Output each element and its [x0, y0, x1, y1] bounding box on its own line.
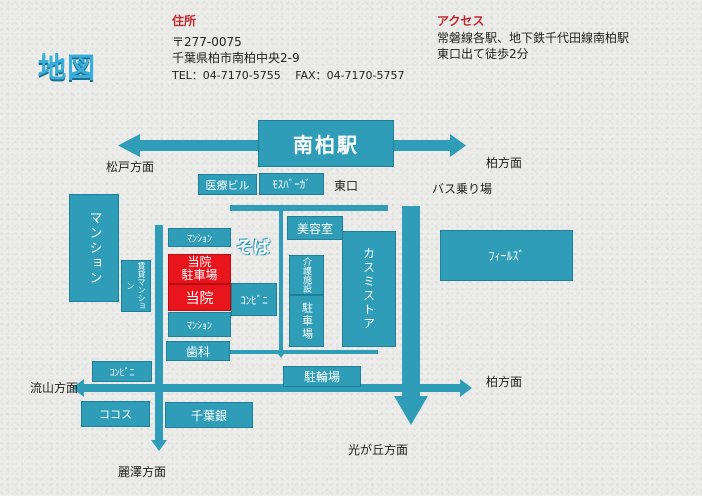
soba-shop: そば: [236, 238, 270, 258]
label-reitaku: 麗澤方面: [118, 465, 167, 479]
beauty-salon: 美容室: [287, 216, 343, 240]
mansion-left: マンション: [69, 194, 119, 302]
left-road-arrow: [151, 225, 167, 451]
main-road-arrow: [394, 206, 428, 425]
address-heading: 住所: [172, 14, 197, 28]
street-address: 千葉県柏市南柏中央2-9: [172, 51, 300, 65]
station-front-road: [230, 205, 388, 211]
minami-kashiwa-station: 南柏駅: [258, 120, 394, 167]
label-kashiwa-mid: 柏方面: [486, 375, 523, 389]
cocos-restaurant: ココス: [81, 401, 150, 427]
dental-clinic: 歯科: [166, 341, 230, 361]
mansion-top: ﾏﾝｼｮﾝ: [168, 228, 231, 247]
hospital-parking: 当院 駐車場: [168, 254, 231, 284]
parking-lot: 駐車場: [289, 295, 324, 347]
horizontal-road-arrow: [72, 379, 472, 397]
label-nagareyama: 流山方面: [30, 381, 79, 395]
clinic-building: 医療ビル: [198, 174, 257, 195]
page-title: 地図: [38, 51, 97, 84]
access-heading: アクセス: [437, 14, 485, 28]
label-bus-stop: バス乗り場: [432, 182, 493, 196]
mansion-bottom: ﾏﾝｼｮﾝ: [168, 312, 231, 337]
chiba-bank: 千葉銀: [165, 402, 253, 428]
bicycle-parking: 駐輪場: [283, 366, 361, 387]
kasumi-store: カスミストア: [342, 231, 396, 347]
fields-mall: ﾌｨｰﾙｽﾞ: [440, 230, 573, 281]
label-hikarigaoka: 光が丘方面: [348, 443, 409, 457]
mos-burger: ﾓｽﾊﾞｰｶﾞ: [259, 173, 324, 195]
access-line-1: 常磐線各駅、地下鉄千代田線南柏駅: [437, 31, 630, 45]
label-matsudo: 松戸方面: [106, 160, 155, 174]
walking-path: [226, 210, 378, 358]
label-east-exit: 東口: [334, 179, 359, 193]
convenience-store-mid: ｺﾝﾋﾞﾆ: [231, 283, 277, 316]
label-kashiwa-top: 柏方面: [486, 156, 523, 170]
rental-mansion: 賃貸マンション: [121, 260, 151, 312]
phone-fax: TEL：04-7170-5755 FAX：04-7170-5757: [172, 69, 405, 82]
hospital: 当院: [168, 284, 231, 311]
convenience-store-left: ｺﾝﾋﾞﾆ: [92, 361, 152, 382]
care-facility: 介護施設: [289, 255, 324, 295]
postal-code: 〒277-0075: [172, 35, 242, 49]
access-line-2: 東口出て徒歩2分: [437, 47, 529, 61]
